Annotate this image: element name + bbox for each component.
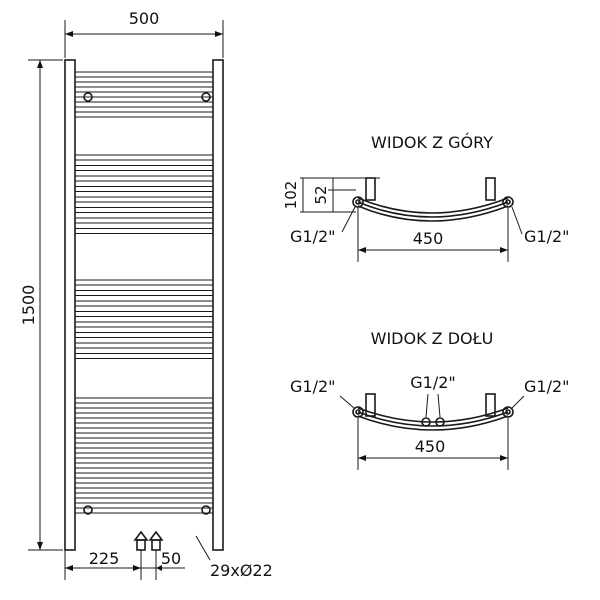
horizontal-tube [74, 154, 214, 161]
mounting-point-top-right [201, 92, 211, 102]
bottom-middle-connection-left [421, 417, 431, 427]
bottom-left-connection-point [352, 406, 364, 418]
offset-label: 225 [89, 549, 120, 568]
mounting-point-bottom-right [201, 505, 211, 515]
right-rail [212, 59, 224, 551]
bottom-dimensions: 225 50 [64, 549, 185, 580]
bottom-middle-connection-label: G1/2" [410, 373, 456, 392]
bottom-right-connection-point [502, 406, 514, 418]
top-right-connection-point [502, 196, 514, 208]
top-width-label: 450 [413, 229, 444, 248]
width-dimension: 500 [64, 9, 224, 58]
bottom-left-connection-label: G1/2" [290, 377, 336, 396]
bottom-width-dimension: 450 [357, 418, 509, 470]
top-depth-dimensions: 102 52 [282, 177, 380, 213]
horizontal-tube [74, 467, 214, 474]
horizontal-tube [74, 457, 214, 464]
bottom-left-bracket [365, 393, 376, 417]
mounting-point-bottom-left [83, 505, 93, 515]
top-right-connection-label: G1/2" [524, 227, 570, 246]
width-label: 500 [129, 9, 160, 28]
horizontal-tube [74, 497, 214, 504]
horizontal-tube [74, 300, 214, 307]
horizontal-tube [74, 321, 214, 328]
bottom-view: WIDOK Z DOŁU G1/2" G1/2" G1/2" 450 [290, 329, 570, 470]
horizontal-tube [74, 279, 214, 286]
horizontal-tube [74, 217, 214, 224]
top-view-title: WIDOK Z GÓRY [371, 133, 493, 152]
top-view: WIDOK Z GÓRY 102 52 450 [282, 133, 570, 262]
horizontal-tube [74, 477, 214, 484]
horizontal-tube [74, 427, 214, 434]
front-view: 500 1500 225 50 29xØ22 [19, 9, 273, 580]
horizontal-tube [74, 196, 214, 203]
horizontal-tube [74, 228, 214, 234]
horizontal-tube [74, 397, 214, 404]
horizontal-tube [74, 290, 214, 296]
horizontal-tube [74, 342, 214, 349]
horizontal-tube [74, 507, 214, 514]
horizontal-tube [74, 81, 214, 88]
horizontal-tubes [74, 71, 214, 514]
bottom-right-bracket [485, 393, 496, 417]
mounting-point-top-left [83, 92, 93, 102]
horizontal-tube [74, 111, 214, 118]
top-right-bracket [485, 177, 496, 201]
horizontal-tube [74, 165, 214, 171]
horizontal-tube [74, 311, 214, 317]
horizontal-tube [74, 417, 214, 424]
bottom-middle-connection-right [435, 417, 445, 427]
horizontal-tube [74, 175, 214, 182]
top-left-bracket [365, 177, 376, 201]
tubes-leader: 29xØ22 [195, 535, 273, 580]
horizontal-tube [74, 353, 214, 359]
depth-label: 102 [282, 181, 300, 210]
horizontal-tube [74, 101, 214, 108]
height-dimension: 1500 [19, 59, 63, 551]
inner-depth-label: 52 [312, 185, 330, 204]
horizontal-tube [74, 487, 214, 494]
horizontal-tube [74, 186, 214, 192]
horizontal-tube [74, 71, 214, 78]
bottom-right-connection-label: G1/2" [524, 377, 570, 396]
horizontal-tube [74, 332, 214, 338]
top-left-connection-point [352, 196, 364, 208]
tubes-label: 29xØ22 [210, 561, 273, 580]
left-rail [64, 59, 76, 551]
spacing-label: 50 [161, 549, 181, 568]
horizontal-tube [74, 207, 214, 213]
bottom-connection-valves [133, 530, 164, 551]
bottom-view-title: WIDOK Z DOŁU [371, 329, 494, 348]
horizontal-tube [74, 407, 214, 414]
horizontal-tube [74, 447, 214, 454]
horizontal-tube [74, 91, 214, 98]
top-width-dimension: 450 [357, 208, 509, 262]
top-left-connection-label: G1/2" [290, 227, 336, 246]
horizontal-tube [74, 437, 214, 444]
bottom-width-label: 450 [415, 437, 446, 456]
height-label: 1500 [19, 285, 38, 326]
